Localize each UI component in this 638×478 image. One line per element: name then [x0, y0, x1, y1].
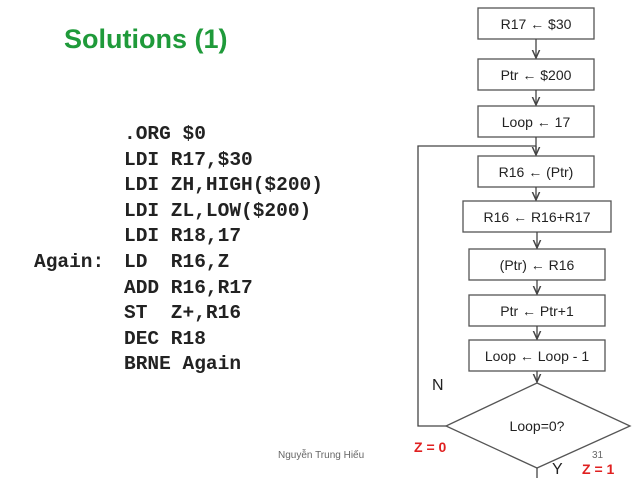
- yes-branch-label: Y: [552, 461, 563, 478]
- code-instruction: ST Z+,R16: [124, 302, 242, 325]
- flow-box-label: Ptr ← $200: [501, 67, 572, 83]
- code-line: LDI R17,$30: [34, 148, 323, 174]
- loop-back-line: [417, 145, 536, 427]
- slide-title: Solutions (1): [64, 24, 228, 54]
- flow-box-label: (Ptr) ← R16: [500, 257, 575, 273]
- flow-box-label: Loop ← 17: [502, 114, 571, 130]
- flow-box-load: [477, 155, 595, 188]
- code-instruction: LDI R17,$30: [124, 148, 253, 171]
- code-instruction: LDI ZL,LOW($200): [124, 199, 312, 222]
- flow-box-r17-init: [477, 7, 595, 40]
- flow-box-label: R17 ← $30: [501, 16, 572, 32]
- code-line: .ORG $0: [34, 122, 323, 148]
- z-one-annotation: Z = 1: [582, 461, 615, 477]
- flow-box-label: R16 ← R16+R17: [483, 209, 590, 225]
- code-instruction: LDI R18,17: [124, 225, 242, 248]
- code-label: Again:: [34, 250, 105, 273]
- code-line: Again: LD R16,Z: [34, 250, 323, 276]
- code-line: LDI R18,17: [34, 224, 323, 250]
- flow-box-label: R16 ← (Ptr): [499, 164, 574, 180]
- page-number: 31: [592, 450, 604, 461]
- code-instruction: LDI ZH,HIGH($200): [124, 174, 323, 197]
- code-line: LDI ZH,HIGH($200): [34, 173, 323, 199]
- no-branch-label: N: [432, 377, 444, 394]
- footer-author: Nguyễn Trung Hiếu: [278, 450, 365, 461]
- code-instruction: BRNE Again: [124, 353, 242, 376]
- code-instruction: ADD R16,R17: [124, 276, 253, 299]
- flow-box-store: [468, 248, 606, 281]
- code-instruction: LD R16,Z: [124, 250, 230, 273]
- z-zero-annotation: Z = 0: [414, 439, 447, 455]
- flow-box-loop-init: [477, 105, 595, 138]
- code-instruction: .ORG $0: [124, 123, 206, 145]
- code-line: BRNE Again: [34, 352, 323, 378]
- code-line: LDI ZL,LOW($200): [34, 199, 323, 225]
- code-line: ST Z+,R16: [34, 301, 323, 327]
- flow-box-label: Ptr ← Ptr+1: [500, 303, 574, 319]
- code-line: DEC R18: [34, 327, 323, 353]
- code-line: ADD R16,R17: [34, 276, 323, 302]
- flow-box-label: Loop ← Loop - 1: [485, 348, 590, 364]
- assembly-code: .ORG $0 LDI R17,$30 LDI ZH,HIGH($200) LD…: [34, 122, 323, 378]
- code-instruction: DEC R18: [124, 327, 206, 350]
- decision-label: Loop=0?: [510, 418, 565, 434]
